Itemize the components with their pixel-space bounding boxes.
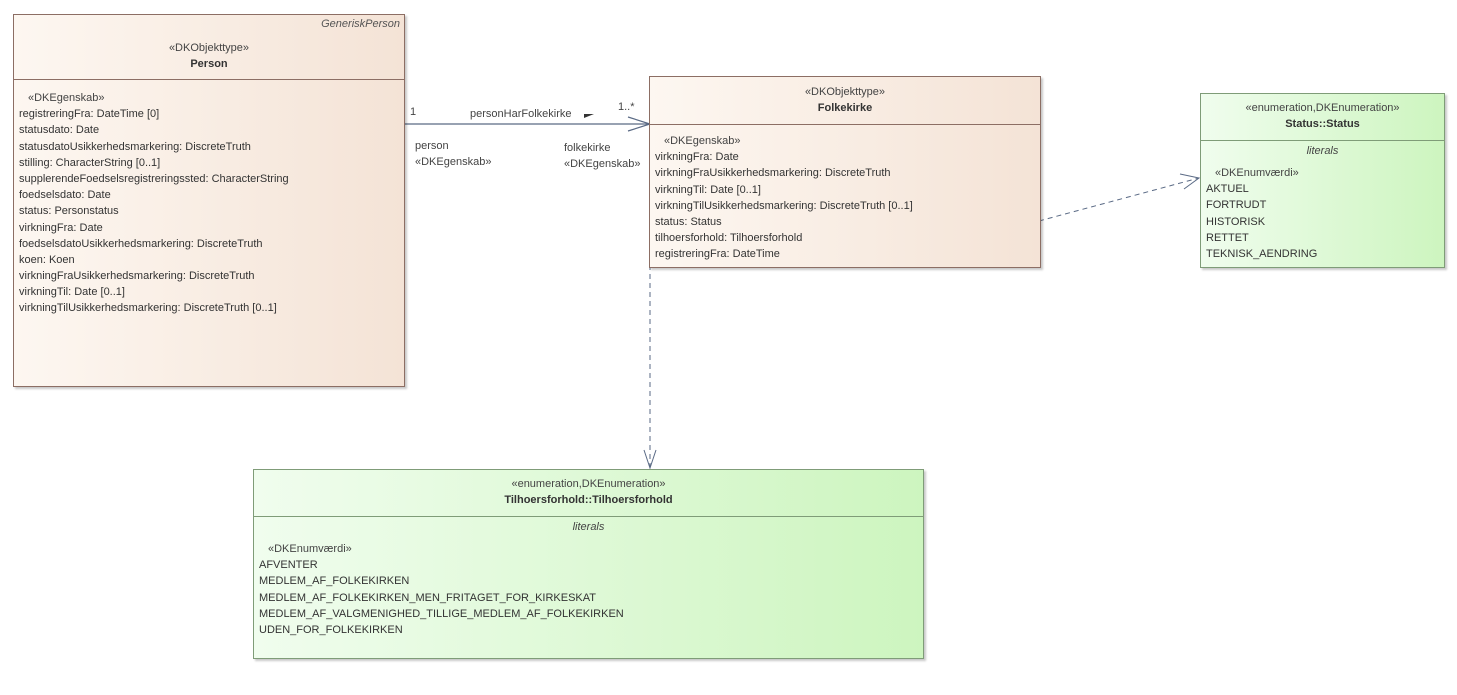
tilhoersforhold-enum-literal: MEDLEM_AF_FOLKEKIRKEN_MEN_FRITAGET_FOR_K… — [259, 591, 597, 604]
folkekirke-class-name: Folkekirke — [817, 102, 873, 114]
status-enum-header: «enumeration,DKEnumeration» Status::Stat… — [1201, 94, 1444, 141]
status-enumeration[interactable]: «enumeration,DKEnumeration» Status::Stat… — [1200, 93, 1445, 268]
person-attribute: statusdato: Date — [19, 124, 100, 137]
status-enum-literal: AKTUEL — [1206, 183, 1249, 196]
person-attribute: koen: Koen — [19, 253, 75, 266]
person-attribute: virkningFraUsikkerhedsmarkering: Discret… — [19, 270, 255, 283]
tilhoersforhold-enum-section-title: literals — [572, 521, 605, 533]
association-target-multiplicity: 1..* — [618, 101, 635, 113]
person-class[interactable]: GeneriskPerson «DKObjekttype» Person «DK… — [13, 14, 405, 387]
association-direction-icon — [584, 114, 594, 118]
person-attribute-stereotype: «DKEgenskab» — [28, 92, 105, 104]
person-attribute: foedselsdatoUsikkerhedsmarkering: Discre… — [19, 237, 263, 250]
person-attribute: status: Personstatus — [19, 205, 119, 218]
person-class-name: Person — [190, 58, 228, 70]
folkekirke-attribute: virkningFra: Date — [655, 151, 739, 164]
folkekirke-attribute: virkningTil: Date [0..1] — [655, 183, 761, 196]
association-target-role-stereotype: «DKEgenskab» — [564, 158, 641, 170]
folkekirke-attribute-stereotype: «DKEgenskab» — [664, 135, 741, 147]
person-stereotype: «DKObjekttype» — [168, 42, 250, 54]
status-enum-section-title: literals — [1306, 145, 1339, 157]
person-attribute: virkningTil: Date [0..1] — [19, 286, 125, 299]
status-dependency-line[interactable] — [1038, 177, 1200, 222]
tilhoersforhold-enum-literals: «DKEnumværdi» AFVENTER MEDLEM_AF_FOLKEKI… — [259, 541, 919, 638]
person-attributes: «DKEgenskab» registreringFra: DateTime [… — [19, 90, 400, 317]
person-attribute: supplerendeFoedselsregistreringssted: Ch… — [19, 172, 289, 185]
association-name: personHarFolkekirke — [470, 108, 572, 120]
tilhoersforhold-enum-literal: UDEN_FOR_FOLKEKIRKEN — [259, 623, 403, 636]
tilhoersforhold-dependency-arrowhead — [643, 449, 657, 470]
tilhoersforhold-enum-literal-stereotype: «DKEnumværdi» — [268, 543, 352, 555]
person-attribute: virkningTilUsikkerhedsmarkering: Discret… — [19, 302, 277, 315]
person-attribute: stilling: CharacterString [0..1] — [19, 156, 161, 169]
folkekirke-attribute: virkningFraUsikkerhedsmarkering: Discret… — [655, 167, 891, 180]
association-source-role: person — [415, 140, 449, 152]
person-class-header: GeneriskPerson «DKObjekttype» Person — [14, 15, 404, 80]
status-enum-literal: RETTET — [1206, 231, 1249, 244]
tilhoersforhold-enumeration[interactable]: «enumeration,DKEnumeration» Tilhoersforh… — [253, 469, 924, 659]
status-enum-literals: «DKEnumværdi» AKTUEL FORTRUDT HISTORISK … — [1206, 165, 1440, 262]
folkekirke-class[interactable]: «DKObjekttype» Folkekirke «DKEgenskab» v… — [649, 76, 1041, 268]
person-parent-name: GeneriskPerson — [321, 18, 400, 30]
tilhoersforhold-enum-literal: MEDLEM_AF_FOLKEKIRKEN — [259, 575, 410, 588]
status-enum-name: Status::Status — [1285, 118, 1360, 130]
person-attribute: statusdatoUsikkerhedsmarkering: Discrete… — [19, 140, 251, 153]
tilhoersforhold-enum-header: «enumeration,DKEnumeration» Tilhoersforh… — [254, 470, 923, 517]
status-enum-literal: TEKNISK_AENDRING — [1206, 247, 1318, 260]
folkekirke-stereotype: «DKObjekttype» — [804, 86, 886, 98]
association-source-role-stereotype: «DKEgenskab» — [415, 156, 492, 168]
status-enum-literal: FORTRUDT — [1206, 199, 1267, 212]
tilhoersforhold-enum-literal: AFVENTER — [259, 559, 318, 572]
association-target-role: folkekirke — [564, 142, 611, 154]
folkekirke-class-header: «DKObjekttype» Folkekirke — [650, 77, 1040, 125]
association-source-multiplicity: 1 — [410, 106, 417, 118]
tilhoersforhold-enum-stereotype: «enumeration,DKEnumeration» — [511, 478, 666, 490]
folkekirke-attribute: registreringFra: DateTime — [655, 248, 780, 261]
tilhoersforhold-enum-name: Tilhoersforhold::Tilhoersforhold — [504, 494, 673, 506]
person-attribute: foedselsdato: Date — [19, 189, 111, 202]
folkekirke-attribute: status: Status — [655, 215, 722, 228]
folkekirke-attributes: «DKEgenskab» virkningFra: Date virkningF… — [655, 133, 1036, 263]
status-enum-literal: HISTORISK — [1206, 215, 1266, 228]
tilhoersforhold-enum-literal: MEDLEM_AF_VALGMENIGHED_TILLIGE_MEDLEM_AF… — [259, 607, 624, 620]
person-attribute: virkningFra: Date — [19, 221, 103, 234]
person-attribute: registreringFra: DateTime [0] — [19, 108, 160, 121]
status-enum-literal-stereotype: «DKEnumværdi» — [1215, 167, 1299, 179]
status-dependency-arrowhead — [1179, 173, 1201, 190]
status-enum-stereotype: «enumeration,DKEnumeration» — [1245, 102, 1400, 114]
folkekirke-attribute: virkningTilUsikkerhedsmarkering: Discret… — [655, 199, 913, 212]
folkekirke-attribute: tilhoersforhold: Tilhoersforhold — [655, 232, 803, 245]
